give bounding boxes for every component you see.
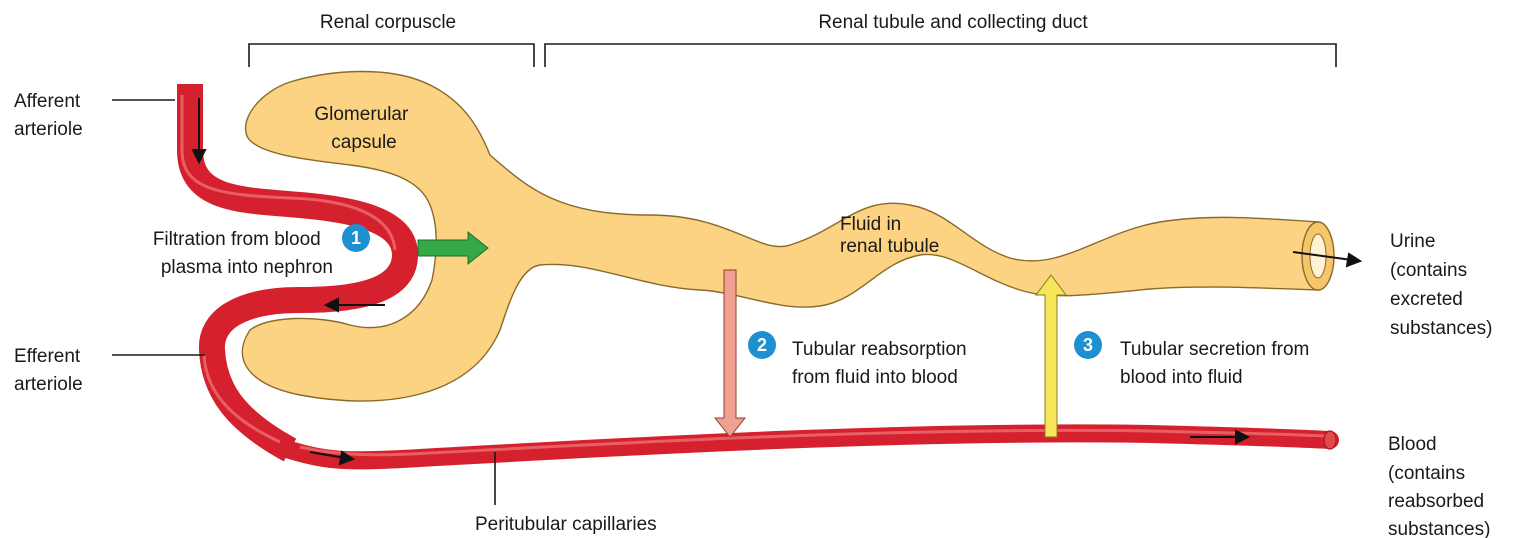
secretion-arrow [1036, 275, 1066, 437]
step-3-text: Tubular secretion from blood into fluid [1120, 339, 1315, 388]
renal-corpuscle-bracket [249, 44, 534, 67]
afferent-label: Afferent arteriole [14, 91, 85, 140]
peritubular-label: Peritubular capillaries [475, 514, 657, 535]
renal-tubule-heading: Renal tubule and collecting duct [818, 12, 1088, 33]
step-3: 3 Tubular secretion from blood into flui… [1074, 331, 1315, 388]
step-1: Filtration from blood plasma into nephro… [153, 224, 370, 278]
step-2-number: 2 [757, 335, 767, 355]
step-2: 2 Tubular reabsorption from fluid into b… [748, 331, 972, 388]
efferent-label: Efferent arteriole [14, 346, 85, 395]
blood-label: Blood (contains reabsorbed substances) [1388, 434, 1490, 538]
urine-label: Urine (contains excreted substances) [1390, 231, 1492, 339]
step-1-number: 1 [351, 228, 361, 248]
step-1-text: Filtration from blood plasma into nephro… [153, 229, 333, 278]
peritubular-capillary [290, 430, 1336, 460]
step-2-text: Tubular reabsorption from fluid into blo… [792, 339, 972, 388]
step-3-number: 3 [1083, 335, 1093, 355]
renal-corpuscle-heading: Renal corpuscle [320, 12, 456, 33]
renal-tubule-bracket [545, 44, 1336, 67]
